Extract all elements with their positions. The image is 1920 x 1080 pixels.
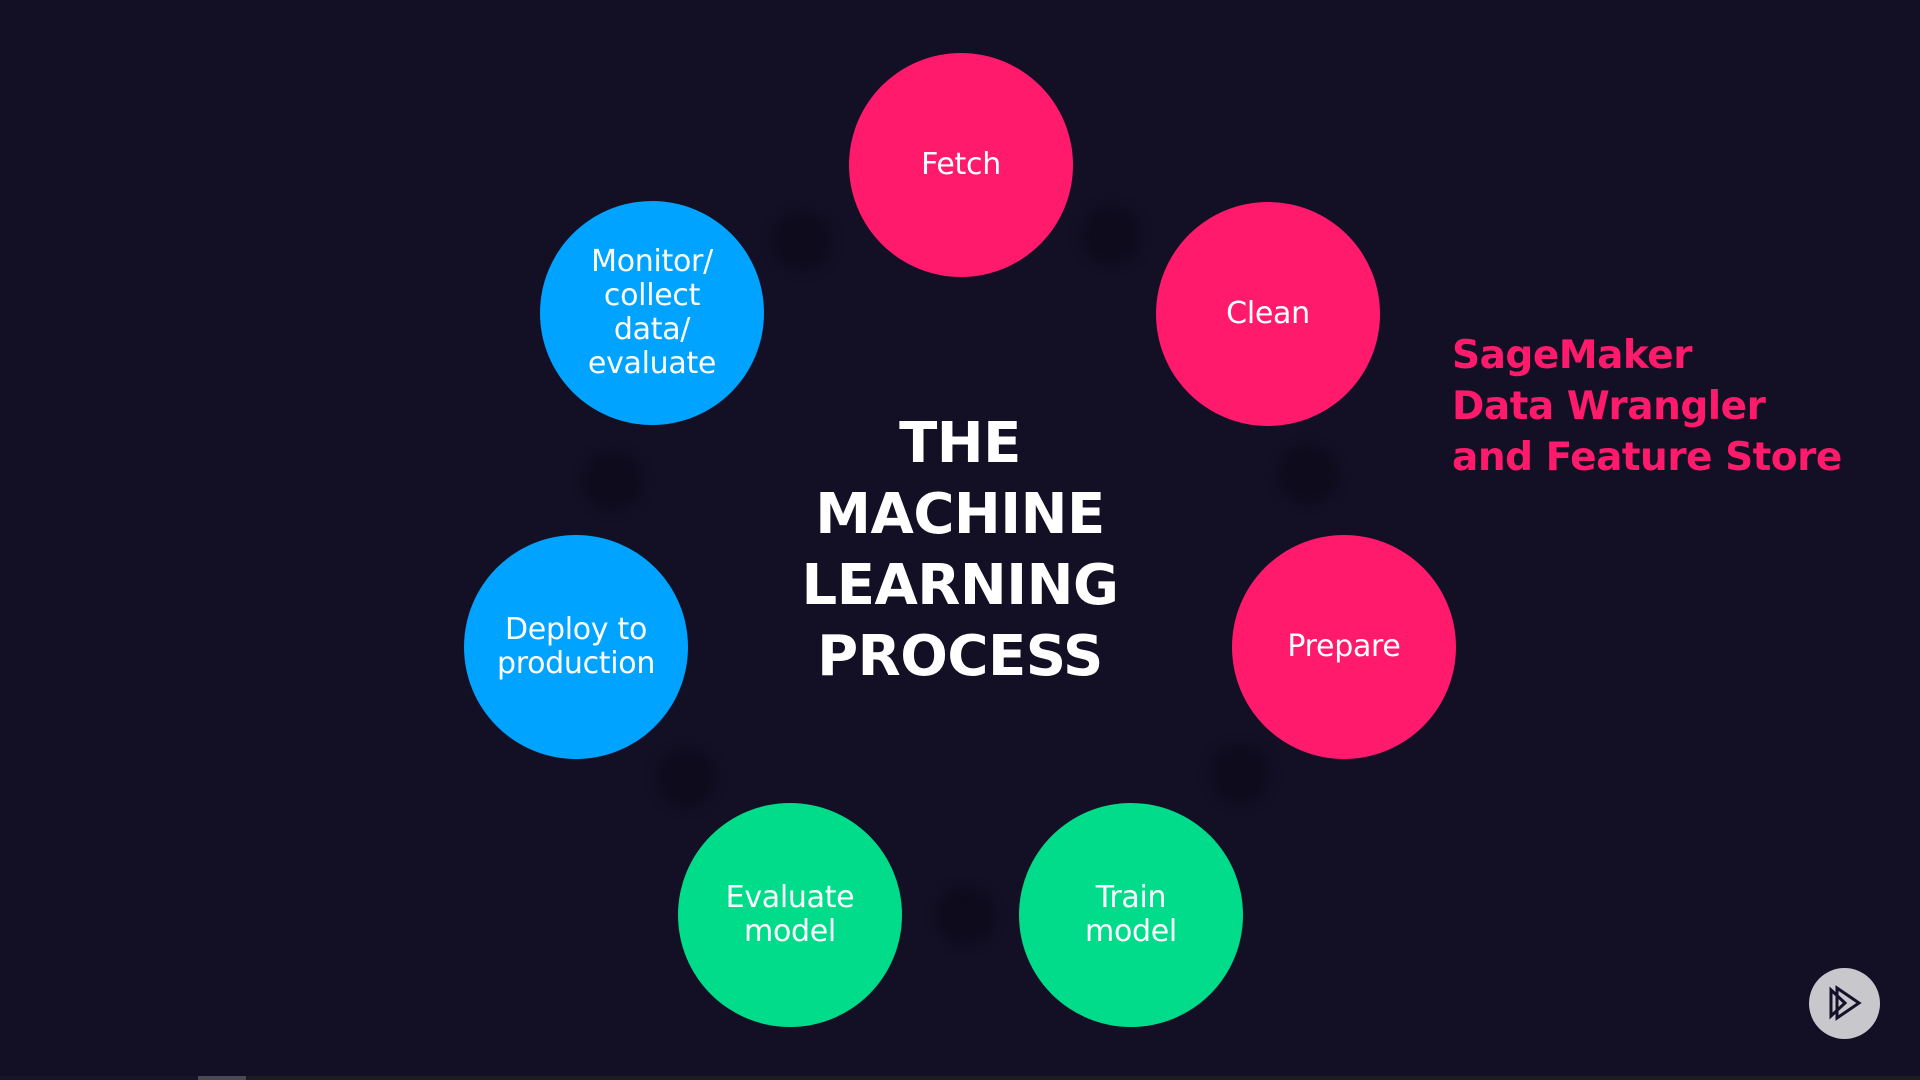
- title-line: THE: [899, 411, 1021, 476]
- step-label: Evaluate model: [725, 880, 855, 949]
- connector-dot: [585, 453, 641, 509]
- side-annotation-line: Data Wrangler: [1452, 384, 1766, 429]
- step-label: Clean: [1226, 296, 1310, 331]
- play-logo-icon: [1829, 984, 1862, 1021]
- video-progress-bar[interactable]: [0, 1076, 1920, 1080]
- step-label: Fetch: [921, 147, 1001, 182]
- step-prepare: Prepare: [1232, 535, 1456, 759]
- step-evaluate-model: Evaluate model: [678, 803, 902, 1027]
- step-label: Monitor/ collect data/ evaluate: [587, 244, 717, 381]
- step-label: Deploy to production: [496, 612, 656, 681]
- connector-dot: [1083, 207, 1139, 263]
- side-annotation-line: and Feature Store: [1452, 435, 1842, 480]
- step-train-model: Train model: [1019, 803, 1243, 1027]
- step-monitor: Monitor/ collect data/ evaluate: [540, 201, 764, 425]
- connector-dot: [1280, 446, 1336, 502]
- side-annotation-line: SageMaker: [1452, 333, 1692, 378]
- title-line: PROCESS: [817, 624, 1103, 689]
- progress-fill: [0, 1076, 198, 1080]
- slide-title: THE MACHINE LEARNING PROCESS: [802, 408, 1119, 692]
- connector-dot: [1212, 746, 1268, 802]
- connector-dot: [658, 750, 714, 806]
- side-annotation: SageMaker Data Wrangler and Feature Stor…: [1452, 330, 1842, 483]
- step-clean: Clean: [1156, 202, 1380, 426]
- connector-dot: [938, 888, 994, 944]
- step-deploy-to-production: Deploy to production: [464, 535, 688, 759]
- title-line: MACHINE: [815, 482, 1105, 547]
- step-label: Prepare: [1287, 629, 1401, 664]
- step-fetch: Fetch: [849, 53, 1073, 277]
- progress-thumb[interactable]: [198, 1076, 246, 1080]
- connector-dot: [774, 213, 830, 269]
- title-line: LEARNING: [801, 553, 1119, 618]
- step-label: Train model: [1085, 880, 1177, 949]
- play-logo-button[interactable]: [1809, 968, 1880, 1039]
